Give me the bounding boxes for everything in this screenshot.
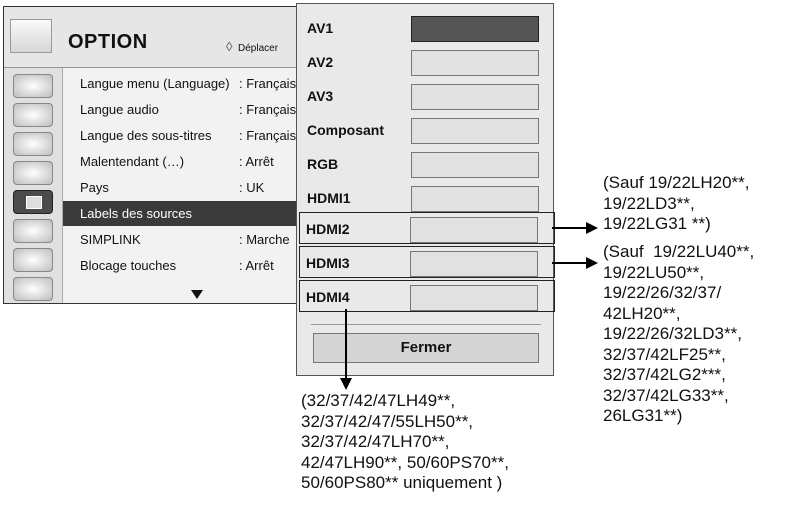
hdmi3-note: (Sauf 19/22LU40**, 19/22LU50**, 19/22/26… xyxy=(603,242,755,425)
option-icon xyxy=(10,19,52,53)
row-value: : Arrêt xyxy=(239,258,274,273)
row-label: SIMPLINK xyxy=(80,232,141,247)
source-name: Composant xyxy=(307,122,384,138)
source-row-hdmi2[interactable]: HDMI2 xyxy=(299,212,555,244)
row-value: : Arrêt xyxy=(239,154,274,169)
source-row-av1[interactable]: AV1 xyxy=(301,12,549,44)
row-label: Malentendant (…) xyxy=(80,154,185,169)
source-name: AV2 xyxy=(307,54,334,70)
antenna-icon[interactable] xyxy=(13,74,53,98)
move-hint: Déplacer xyxy=(238,43,279,54)
menu-row-country[interactable]: Pays : UK xyxy=(63,175,300,200)
usb-icon[interactable] xyxy=(13,248,53,272)
move-arrows-icon: ◊ xyxy=(226,39,233,54)
hdmi4-arrowhead-icon xyxy=(340,378,352,390)
row-label: Langue menu (Language) xyxy=(80,76,230,91)
hdmi4-note: (32/37/42/47LH49**, 32/37/42/47/55LH50**… xyxy=(301,391,509,492)
source-row-hdmi3[interactable]: HDMI3 xyxy=(299,246,555,278)
source-name: HDMI2 xyxy=(306,221,350,237)
source-row-hdmi1[interactable]: HDMI1 xyxy=(301,182,549,214)
label-field[interactable] xyxy=(411,50,539,76)
source-name: HDMI3 xyxy=(306,255,350,271)
category-sidebar xyxy=(4,68,63,303)
hdmi2-arrowhead-icon xyxy=(586,222,598,234)
close-button[interactable]: Fermer xyxy=(313,333,539,363)
menu-row-key-lock[interactable]: Blocage touches : Arrêt xyxy=(63,253,300,278)
source-row-component[interactable]: Composant xyxy=(301,114,549,146)
row-value: : Français xyxy=(239,102,297,117)
picture-icon[interactable] xyxy=(13,103,53,127)
lock-icon[interactable] xyxy=(13,219,53,243)
source-row-av2[interactable]: AV2 xyxy=(301,46,549,78)
row-label: Langue audio xyxy=(80,102,159,117)
menu-header: OPTION ◊ Déplacer xyxy=(4,7,300,68)
source-row-rgb[interactable]: RGB xyxy=(301,148,549,180)
audio-icon[interactable] xyxy=(13,132,53,156)
scroll-down-icon[interactable] xyxy=(191,290,203,299)
time-icon[interactable] xyxy=(13,161,53,185)
hdmi2-note: (Sauf 19/22LH20**, 19/22LD3**, 19/22LG31… xyxy=(603,173,750,233)
source-row-hdmi4[interactable]: HDMI4 xyxy=(299,280,555,312)
source-name: RGB xyxy=(307,156,339,172)
label-field[interactable] xyxy=(411,16,539,42)
menu-row-hearing-impaired[interactable]: Malentendant (…) : Arrêt xyxy=(63,149,300,174)
hdmi3-arrowhead-icon xyxy=(586,257,598,269)
source-name: AV1 xyxy=(307,20,334,36)
label-field[interactable] xyxy=(410,285,538,311)
label-field[interactable] xyxy=(410,251,538,277)
option-icon[interactable] xyxy=(13,190,53,214)
row-label: Blocage touches xyxy=(80,258,177,273)
menu-row-subtitle-language[interactable]: Langue des sous-titres : Français xyxy=(63,123,300,148)
row-value: : Marche xyxy=(239,232,290,247)
menu-title: OPTION xyxy=(68,31,148,53)
label-field[interactable] xyxy=(411,118,539,144)
row-value: : Français xyxy=(239,128,297,143)
source-name: HDMI1 xyxy=(307,190,351,206)
menu-row-source-labels[interactable]: Labels des sources xyxy=(63,201,300,226)
label-field[interactable] xyxy=(411,186,539,212)
movie-icon[interactable] xyxy=(13,277,53,301)
row-label: Pays xyxy=(80,180,109,195)
label-field[interactable] xyxy=(410,217,538,243)
source-name: HDMI4 xyxy=(306,289,350,305)
label-field[interactable] xyxy=(411,84,539,110)
label-field[interactable] xyxy=(411,152,539,178)
source-name: AV3 xyxy=(307,88,334,104)
menu-row-language[interactable]: Langue menu (Language) : Français xyxy=(63,71,300,96)
row-label: Langue des sous-titres xyxy=(80,128,212,143)
source-row-av3[interactable]: AV3 xyxy=(301,80,549,112)
row-value: : Français xyxy=(239,76,297,91)
menu-row-simplink[interactable]: SIMPLINK : Marche xyxy=(63,227,300,252)
dialog-divider xyxy=(311,324,541,325)
menu-row-audio-language[interactable]: Langue audio : Français xyxy=(63,97,300,122)
row-label: Labels des sources xyxy=(80,206,193,221)
option-menu: OPTION ◊ Déplacer Langue menu (Language)… xyxy=(3,6,301,304)
row-value: : UK xyxy=(239,180,265,195)
source-labels-dialog: AV1 AV2 AV3 Composant RGB HDMI1 HDMI2 HD… xyxy=(296,3,555,376)
